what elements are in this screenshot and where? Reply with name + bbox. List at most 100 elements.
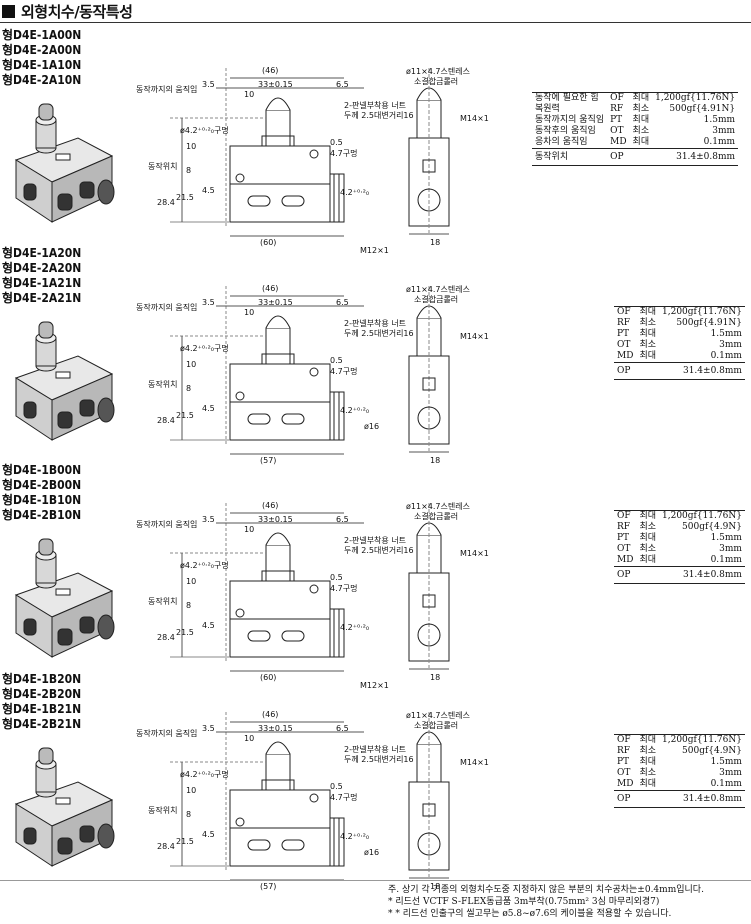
spec-kind: 최소 — [639, 544, 656, 554]
dim-18: 18 — [430, 673, 441, 682]
dim-4-5: 4.5 — [202, 404, 215, 413]
hole-4-2-label: 4.2⁺⁰·²₀ — [340, 832, 370, 841]
roller-label: ø11×4.7스텐레스 — [406, 502, 470, 511]
dim-28-4: 28.4 — [157, 416, 175, 425]
spec-kind: 최소 — [632, 104, 650, 114]
m14-label: M14×1 — [460, 332, 489, 341]
spec-name: 복원력 — [535, 104, 560, 114]
spec-kind: 최대 — [632, 137, 650, 147]
spec-kind: 최대 — [639, 329, 656, 339]
spec-value: 3mm — [712, 126, 736, 136]
side-view-drawing — [408, 712, 450, 879]
header-square-icon — [2, 4, 15, 18]
dim-46: (46) — [262, 710, 279, 719]
m12-label: M12×1 — [360, 246, 389, 255]
dia-16-label: ø16 — [364, 848, 380, 857]
dim-bottom: (60) — [260, 673, 277, 682]
dim-21-5: 21.5 — [176, 628, 194, 637]
spec-value: 0.1mm — [710, 555, 742, 565]
dim-0-5: 0.5 — [330, 356, 343, 365]
op-position-label: 동작위치 — [148, 597, 178, 606]
dim-4-5: 4.5 — [202, 830, 215, 839]
hole-4-7-label: 4.7구멍 — [330, 367, 358, 376]
dim-28-4: 28.4 — [157, 198, 175, 207]
spec-kind: 최대 — [636, 306, 659, 318]
spec-kind: 최소 — [639, 340, 656, 350]
header-rule — [0, 22, 751, 23]
model-name: 형D4E-2B00N — [2, 478, 82, 492]
spec-value: 500gf{4.9N} — [682, 522, 742, 532]
dim-18: 18 — [430, 238, 441, 247]
model-name: 형D4E-1A10N — [2, 58, 82, 72]
spec-value: 0.1mm — [710, 351, 742, 361]
dim-21-5: 21.5 — [176, 193, 194, 202]
spec-value: 1.5mm — [703, 115, 736, 125]
spec-op-name: 동작위치 — [532, 148, 608, 166]
dim-6-5: 6.5 — [336, 515, 349, 524]
product-photo — [14, 321, 115, 441]
spec-name: 동작까지의 움직임 — [535, 115, 605, 125]
spec-value: 1.5mm — [710, 329, 742, 339]
spec-value: 1,200gf{11.76N} — [659, 734, 745, 746]
spec-code: OT — [610, 126, 624, 136]
stroke-label: 동작까지의 움직임 — [136, 520, 198, 529]
model-name: 형D4E-1A20N — [2, 246, 82, 260]
side-view-drawing — [408, 286, 450, 453]
spec-code: MD — [617, 351, 634, 361]
spec-kind: 최대 — [636, 734, 659, 746]
spec-value: 3mm — [719, 544, 742, 554]
product-section: 형D4E-1A20N 형D4E-2A20N 형D4E-1A21N 형D4E-2A… — [0, 246, 751, 465]
dim-33: 33±0.15 — [258, 724, 293, 733]
spec-kind: 최대 — [639, 351, 656, 361]
panel-nut-label-2: 두께 2.5대변거리16 — [344, 111, 414, 120]
dimension-drawing — [170, 712, 364, 881]
hole-label: ø4.2⁺⁰·²₀구멍 — [180, 126, 229, 135]
spec-code: OF — [614, 306, 637, 318]
dimension-drawing — [170, 286, 364, 455]
panel-nut-label-2: 두께 2.5대변거리16 — [344, 546, 414, 555]
model-list: 형D4E-1B20N 형D4E-2B20N 형D4E-1B21N 형D4E-2B… — [2, 672, 81, 732]
op-position-label: 동작위치 — [148, 380, 178, 389]
spec-value: 1,200gf{11.76N} — [652, 92, 739, 104]
op-position-label: 동작위치 — [148, 162, 178, 171]
panel-nut-label-2: 두께 2.5대변거리16 — [344, 329, 414, 338]
spec-op-value: 31.4±0.8mm — [659, 362, 745, 380]
spec-code: PT — [617, 329, 630, 339]
spec-value: 1.5mm — [710, 757, 742, 767]
spec-name: 동작에 필요한 힘 — [532, 92, 608, 104]
model-list: 형D4E-1A00N 형D4E-2A00N 형D4E-1A10N 형D4E-2A… — [2, 28, 81, 88]
roller-label: ø11×4.7스텐레스 — [406, 711, 470, 720]
dimension-drawing — [170, 503, 364, 672]
dim-4-5: 4.5 — [202, 186, 215, 195]
dim-0-5: 0.5 — [330, 782, 343, 791]
dim-10: 10 — [244, 90, 255, 99]
spec-code: PT — [617, 533, 630, 543]
dim-bottom: (57) — [260, 456, 277, 465]
hole-4-2-label: 4.2⁺⁰·²₀ — [340, 188, 370, 197]
spec-value: 500gf{4.91N} — [669, 104, 736, 114]
spec-value: 0.1mm — [703, 137, 736, 147]
m14-label: M14×1 — [460, 758, 489, 767]
spec-code: OT — [617, 544, 631, 554]
spec-kind: 최소 — [639, 768, 656, 778]
note-line: 주. 상기 각 기종의 외형치수도중 지정하지 않은 부분의 치수공차는±0.4… — [388, 885, 704, 895]
dim-46: (46) — [262, 284, 279, 293]
hole-4-7-label: 4.7구멍 — [330, 584, 358, 593]
